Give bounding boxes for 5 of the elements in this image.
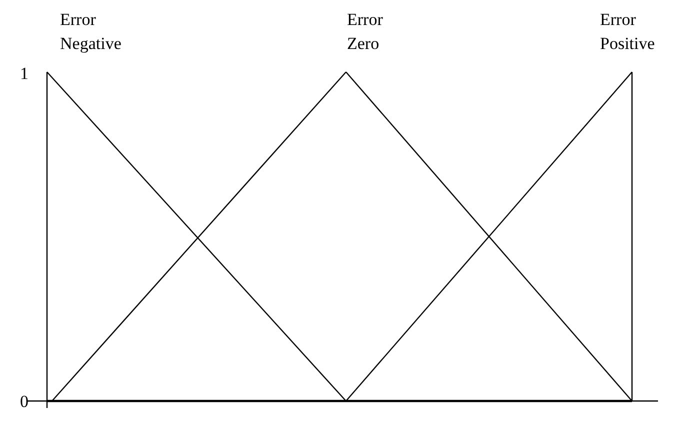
set-label: Error Zero — [347, 9, 383, 55]
set-label: Error Negative — [60, 9, 122, 55]
axis-tick-label: 1 — [20, 63, 28, 85]
axis-tick-label: 0 — [20, 391, 28, 413]
set-label: Error Positive — [600, 9, 655, 55]
